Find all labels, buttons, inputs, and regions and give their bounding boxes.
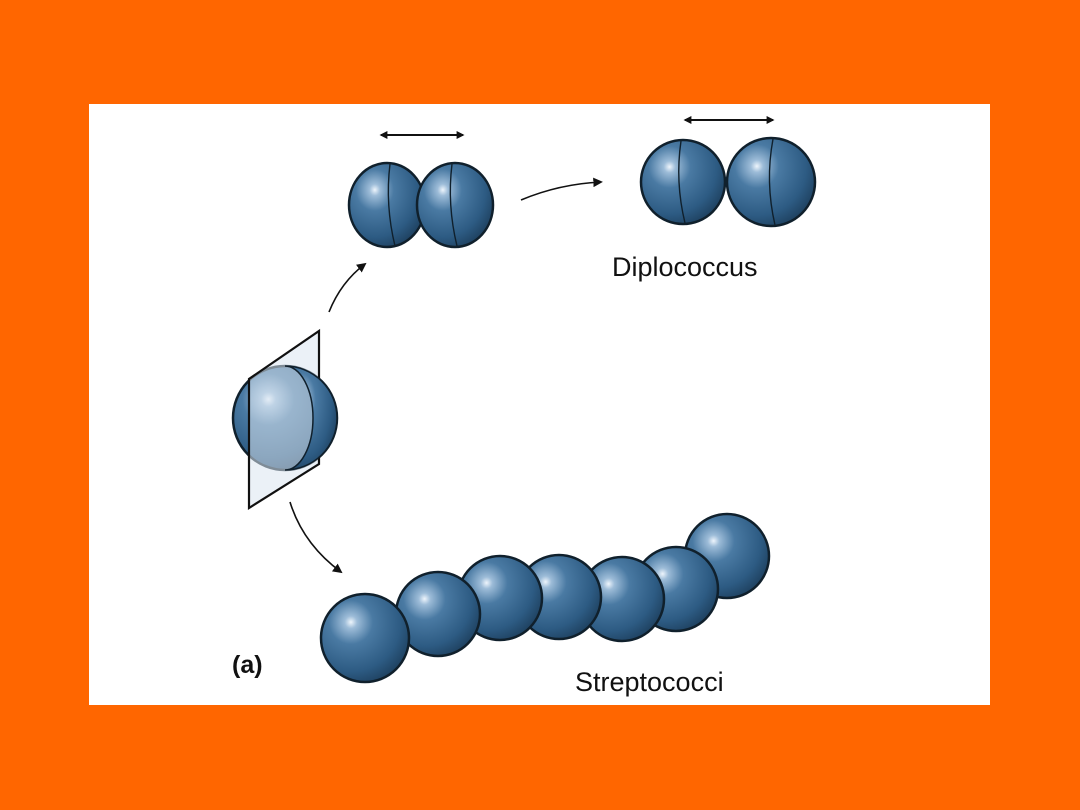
division-plane xyxy=(247,328,321,510)
dividing-coccus xyxy=(231,328,339,510)
coccus-division-diagram: Diplococcus Streptococci (a) xyxy=(231,116,817,697)
diagram-panel: Diplococcus Streptococci (a) xyxy=(89,104,990,705)
diplococcus: Diplococcus xyxy=(612,116,817,282)
arrow-to-diplococcus xyxy=(520,177,603,201)
arrow-to-streptococci xyxy=(289,501,343,574)
coccus-1 xyxy=(319,592,411,684)
arrow-to-dividing-pair xyxy=(328,262,367,313)
label-streptococci: Streptococci xyxy=(575,667,724,697)
panel-label: (a) xyxy=(232,651,263,679)
label-diplococcus: Diplococcus xyxy=(612,252,758,282)
streptococci-chain: Streptococci xyxy=(319,512,771,697)
dividing-pair xyxy=(347,131,495,249)
